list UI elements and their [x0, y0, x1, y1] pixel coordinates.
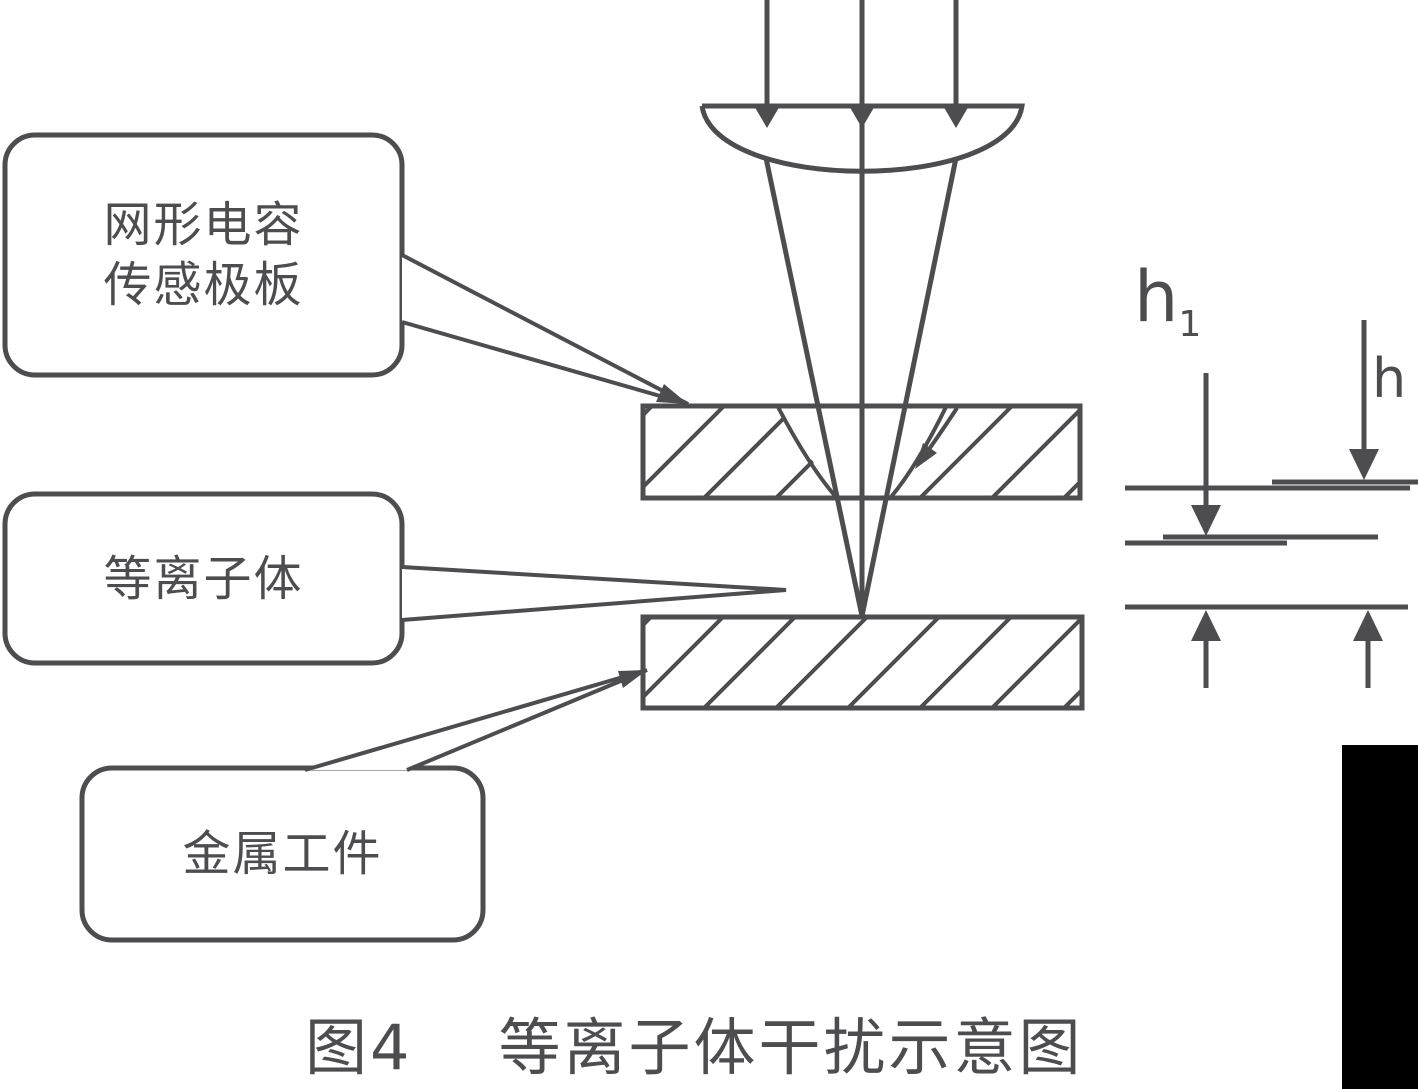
dimension-label-h1: h1 [1134, 262, 1201, 343]
ray-arrowheads [753, 104, 970, 128]
right-up-arrowhead [1353, 610, 1383, 641]
h1-subscript: 1 [1178, 304, 1202, 345]
workpiece-hatching [643, 617, 1082, 708]
dimension-arrows [1191, 320, 1383, 688]
h1-base: h [1134, 256, 1179, 338]
dimension-label-h: h [1372, 352, 1406, 406]
ray-arrowhead-right [942, 104, 970, 128]
aperture-wall-right [889, 406, 948, 499]
workpiece-plate [640, 614, 1085, 711]
sensor-plate-outline [640, 403, 1083, 501]
aperture-arrowhead [915, 443, 937, 469]
leader-sensor-plate [401, 253, 689, 406]
workpiece-outline [640, 614, 1085, 711]
leader-workpiece [304, 668, 648, 772]
label-plasma-text: 等离子体 [103, 550, 304, 607]
label-workpiece: 金属工件 [82, 768, 483, 940]
label-workpiece-text: 金属工件 [182, 826, 383, 882]
label-sensor-plate: 网形电容 传感极板 [5, 135, 402, 375]
beam-edge-left [763, 157, 865, 617]
sensor-plate [640, 403, 1083, 501]
label-plasma: 等离子体 [5, 494, 402, 663]
corner-block [1342, 745, 1418, 1089]
leader-arrowhead-sensor-plate [656, 384, 688, 404]
ray-arrowhead-left [753, 104, 781, 128]
label-sensor-plate-line2: 传感极板 [103, 257, 304, 313]
beam-edge-right [859, 157, 959, 617]
left-up-arrowhead [1191, 610, 1221, 641]
figure-title: 等离子体干扰示意图 [498, 1011, 1084, 1084]
leader-arrowhead-workpiece [618, 670, 647, 688]
callout-leaders [304, 253, 787, 772]
figure-number: 图4 [305, 1011, 413, 1084]
light-rays [764, 0, 959, 106]
sensor-plate-hatching [643, 406, 1080, 498]
focusing-lens [699, 103, 1025, 174]
callout-box-workpiece [79, 765, 486, 943]
h-down-arrowhead [1349, 449, 1379, 480]
figure-caption: 图4 等离子体干扰示意图 [305, 1011, 1084, 1084]
leader-plasma [401, 565, 787, 622]
ray-arrowhead-center [848, 104, 876, 128]
label-sensor-plate-line1: 网形电容 [103, 197, 304, 253]
h1-down-arrowhead [1191, 505, 1221, 536]
focused-beam [763, 120, 959, 617]
aperture-wall-left [776, 406, 838, 499]
h-base: h [1372, 347, 1407, 410]
datum-lines [1125, 479, 1418, 610]
